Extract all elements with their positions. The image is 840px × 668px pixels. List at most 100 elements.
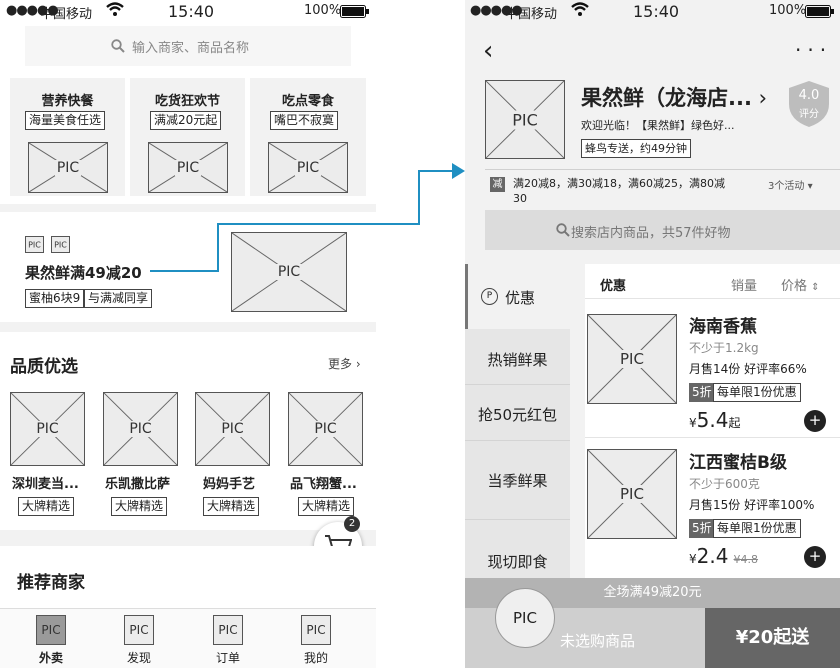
delivery-tag: 蜂鸟专送，约49分钟	[581, 139, 691, 158]
price-suffix: 起	[728, 416, 741, 430]
discover-icon: PIC	[124, 615, 154, 645]
status-bar: ●●●●● 中国移动 15:40 100%	[0, 0, 376, 22]
quality-item[interactable]: PIC 深圳麦当... 大牌精选	[10, 392, 85, 522]
quality-item-tag: 大牌精选	[18, 497, 75, 516]
more-menu-button[interactable]: ···	[795, 40, 832, 60]
promo-text: 满20减8，满30减18，满60减25，满80减 30	[513, 176, 725, 206]
section-title: 推荐商家	[17, 573, 85, 593]
deal-tag: 与满减同享	[84, 289, 153, 308]
quality-item-name: 品飞翔蟹...	[290, 477, 357, 492]
search-placeholder: 搜索店内商品，共57件好物	[571, 226, 731, 241]
tab-discover[interactable]: PIC 发现	[122, 615, 156, 667]
add-to-cart-button[interactable]: +	[804, 546, 826, 568]
carrier-label: 中国移动	[505, 7, 558, 22]
category-item-deals[interactable]: P 优惠	[465, 264, 570, 329]
wifi-icon	[106, 1, 124, 21]
promo-card-image: PIC	[28, 142, 108, 193]
category-item[interactable]: 热销鲜果	[465, 330, 570, 385]
quality-item[interactable]: PIC 乐凯撒比萨 大牌精选	[103, 392, 178, 522]
discount-badge: 5折	[689, 519, 715, 538]
category-item[interactable]: 现切即食	[465, 521, 570, 578]
search-icon	[111, 39, 125, 53]
product-list: 优惠 销量 价格 ⇕ PIC 海南香蕉 不少于1.2kg 月售14份 好评率66…	[585, 264, 840, 578]
quality-item-image: PIC	[103, 392, 178, 466]
store-welcome: 欢迎光临！【果然鲜】绿色好...	[581, 119, 735, 132]
shield-icon	[789, 81, 829, 127]
sort-arrows-icon: ⇕	[811, 282, 820, 293]
promo-card[interactable]: 营养快餐 海量美食任选 PIC	[10, 78, 125, 196]
brand-logo: PIC	[25, 236, 44, 253]
orders-icon: PIC	[213, 615, 243, 645]
signal-icon: ●●●●●	[470, 3, 523, 18]
search-icon	[556, 223, 570, 237]
section-title: 品质优选	[10, 357, 78, 377]
sort-sales[interactable]: 销量	[731, 279, 758, 294]
product-name: 海南香蕉	[689, 317, 757, 337]
status-bar: ●●●●● 中国移动 15:40 100%	[465, 0, 840, 22]
battery-label: 100%	[769, 3, 807, 18]
product-spec: 不少于600克	[689, 477, 760, 491]
category-item[interactable]: 当季鲜果	[465, 442, 570, 520]
limit-tag: 每单限1份优惠	[713, 519, 801, 538]
rating-label: 评分	[799, 109, 819, 120]
home-screen: ●●●●● 中国移动 15:40 100% 输入商家、商品名称 营养快餐 海量美…	[0, 0, 376, 668]
tab-profile[interactable]: PIC 我的	[299, 615, 333, 667]
tab-label: 外卖	[38, 651, 63, 665]
tab-label: 发现	[126, 651, 151, 665]
more-link[interactable]: 更多 ›	[328, 355, 361, 372]
quality-item[interactable]: PIC 品飞翔蟹... 大牌精选	[288, 392, 363, 522]
product-name: 江西蜜桔B级	[689, 453, 787, 473]
promo-card[interactable]: 吃点零食 嘴巴不寂寞 PIC	[250, 78, 366, 196]
promo-card-tag: 满减20元起	[150, 111, 222, 130]
cart-empty-label: 未选购商品	[560, 632, 636, 650]
currency-symbol: ¥	[689, 416, 697, 430]
clock: 15:40	[168, 2, 215, 21]
quality-item-image: PIC	[288, 392, 363, 466]
promo-card-tag: 海量美食任选	[25, 111, 106, 130]
product-image: PIC	[587, 314, 677, 404]
store-name[interactable]: 果然鲜（龙海店... ›	[581, 82, 767, 112]
quality-item[interactable]: PIC 妈妈手艺 大牌精选	[195, 392, 270, 522]
tab-label: 我的	[303, 651, 328, 665]
ellipsis-icon: ···	[795, 38, 833, 62]
category-label: 热销鲜果	[487, 351, 548, 369]
chevron-right-icon: ›	[355, 357, 361, 371]
category-item[interactable]: 抢50元红包	[465, 386, 570, 441]
tab-takeout[interactable]: PIC 外卖	[34, 615, 68, 667]
store-name-label: 果然鲜（龙海店...	[581, 86, 752, 110]
price-value: 2.4	[696, 544, 729, 568]
carrier-label: 中国移动	[40, 7, 93, 22]
activity-dropdown[interactable]: 3个活动 ▾	[768, 177, 813, 192]
promo-card-image: PIC	[268, 142, 348, 193]
store-search-input[interactable]: 搜索店内商品，共57件好物	[485, 210, 840, 250]
profile-icon: PIC	[301, 615, 331, 645]
plus-icon: +	[808, 411, 822, 429]
back-button[interactable]: ‹	[483, 38, 493, 64]
product-card[interactable]: PIC 江西蜜桔B级 不少于600克 月售15份 好评率100% 5折 每单限1…	[585, 440, 840, 578]
cart-badge: 2	[344, 516, 360, 532]
store-screen: ●●●●● 中国移动 15:40 100% ‹ ··· PIC 果然鲜（龙海店.…	[465, 0, 840, 668]
promo-card-image: PIC	[148, 142, 228, 193]
quality-item-name: 乐凯撒比萨	[105, 477, 171, 492]
search-input[interactable]: 输入商家、商品名称	[25, 26, 351, 66]
original-price: ¥4.8	[733, 553, 759, 566]
plus-icon: +	[808, 547, 822, 565]
quality-item-image: PIC	[10, 392, 85, 466]
sort-price[interactable]: 价格 ⇕	[781, 275, 820, 294]
divider	[585, 298, 840, 299]
tab-orders[interactable]: PIC 订单	[211, 615, 245, 667]
add-to-cart-button[interactable]: +	[804, 410, 826, 432]
divider	[485, 169, 840, 170]
product-card[interactable]: PIC 海南香蕉 不少于1.2kg 月售14份 好评率66% 5折 每单限1份优…	[585, 304, 840, 438]
promo-card-title: 吃货狂欢节	[154, 94, 220, 109]
deal-banner[interactable]: PIC PIC 果然鲜满49减20 蜜柚6块9 与满减同享 PIC	[0, 212, 376, 322]
category-label: 现切即食	[487, 553, 548, 571]
search-placeholder: 输入商家、商品名称	[132, 41, 250, 56]
cart-icon[interactable]: PIC	[495, 588, 555, 648]
product-spec: 不少于1.2kg	[689, 341, 759, 355]
promo-card[interactable]: 吃货狂欢节 满减20元起 PIC	[130, 78, 245, 196]
promo-badge: 减	[490, 177, 505, 192]
checkout-button[interactable]: ¥20起送	[705, 608, 840, 668]
product-stats: 月售14份 好评率66%	[689, 362, 807, 376]
sort-deals[interactable]: 优惠	[600, 279, 627, 294]
